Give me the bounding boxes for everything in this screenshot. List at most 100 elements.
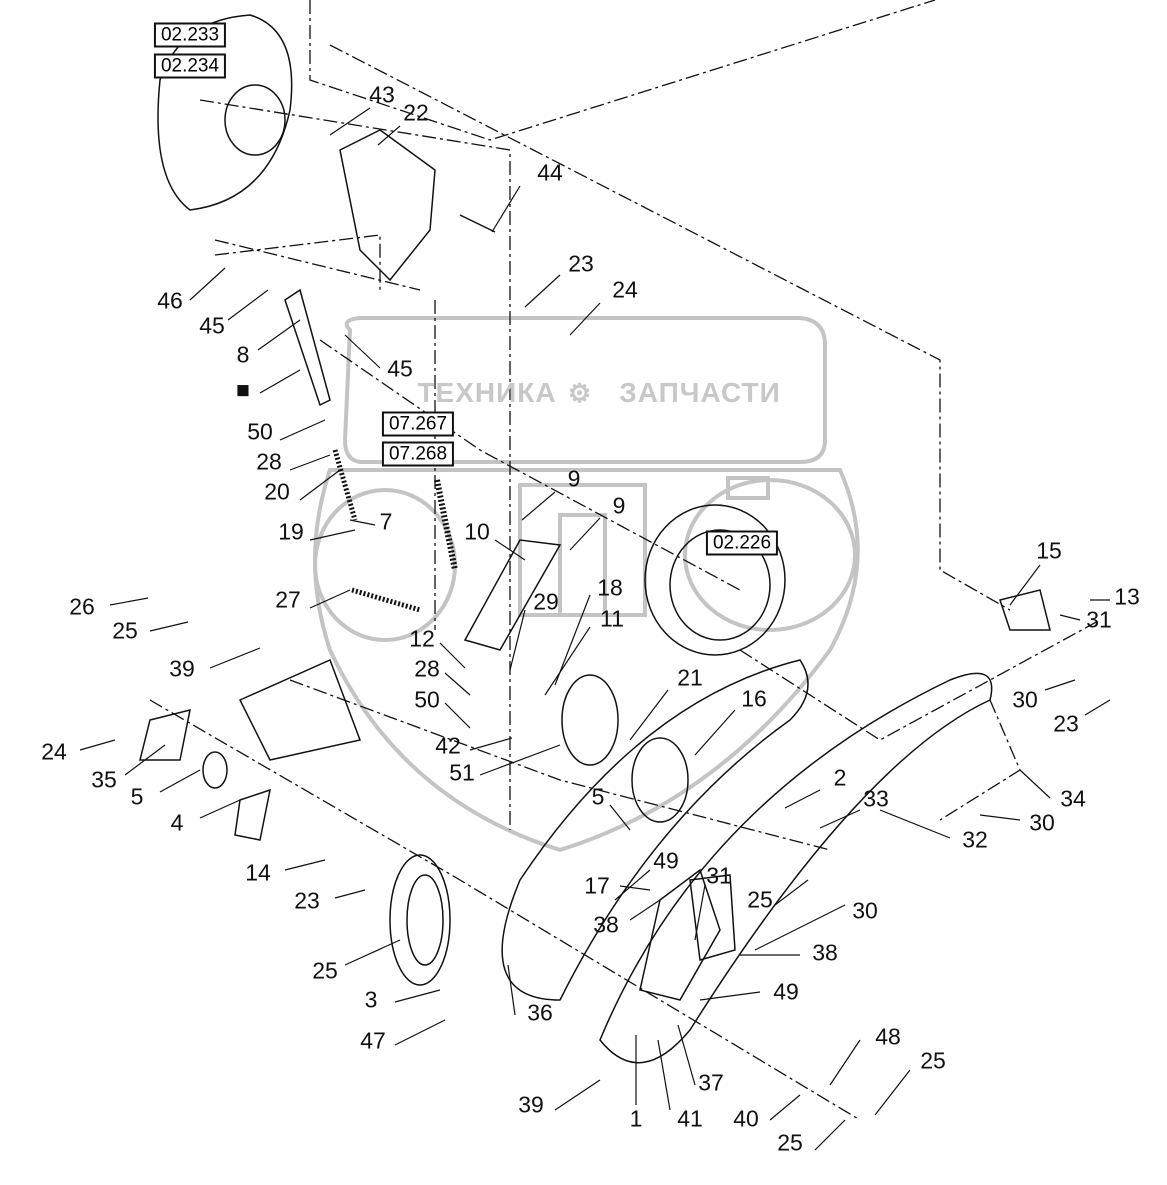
callout-3[interactable]: 46 [157,287,183,314]
reference-box[interactable]: 07.268 [381,441,455,467]
callout-24[interactable]: 11 [600,605,624,632]
callout-62[interactable]: 25 [920,1047,946,1074]
callout-35[interactable]: 30 [1012,686,1038,713]
leader-line [619,885,651,891]
callout-67[interactable]: 40 [733,1105,759,1132]
callout-26[interactable]: 28 [414,655,440,682]
leader-line [1059,614,1081,621]
callout-34[interactable]: 31 [1086,606,1112,633]
callout-8[interactable]: 23 [568,250,594,277]
leader-line [227,289,269,321]
callout-61[interactable]: 48 [875,1023,901,1050]
callout-48[interactable]: 23 [294,887,320,914]
callout-50[interactable]: 17 [584,872,610,899]
callout-38[interactable]: 35 [91,766,117,793]
leader-line [754,904,846,951]
callout-25[interactable]: 12 [409,625,435,652]
callout-30[interactable]: 21 [677,664,703,691]
callout-17[interactable]: 10 [464,518,490,545]
callout-43[interactable]: 33 [863,785,889,812]
callout-47[interactable]: 14 [245,859,271,886]
callout-57[interactable]: 3 [364,986,378,1013]
leader-line [439,642,466,669]
callout-23[interactable]: 29 [533,588,559,615]
callout-49[interactable]: 49 [653,847,679,874]
leader-line [784,789,821,809]
callout-55[interactable]: 38 [812,939,838,966]
callout-42[interactable]: 2 [833,764,847,791]
callout-5[interactable]: 8 [236,341,250,368]
callout-21[interactable]: 39 [169,655,195,682]
callout-60[interactable]: 47 [360,1027,386,1054]
callout-52[interactable]: 25 [747,886,773,913]
callout-1[interactable]: 22 [403,99,429,126]
callout-39[interactable]: 5 [130,783,144,810]
dashed-guides [149,0,1101,1121]
leader-line [289,454,331,471]
leader-line [199,799,241,819]
leader-line [209,647,261,669]
callout-27[interactable]: 50 [414,686,440,713]
gear-icon: ⚙ [567,378,593,408]
leader-line [979,814,1021,821]
callout-36[interactable]: 23 [1053,710,1079,737]
callout-31[interactable]: 16 [741,685,767,712]
callout-66[interactable]: 41 [677,1105,703,1132]
reference-box[interactable]: 02.226 [705,530,779,556]
callout-12[interactable]: 20 [264,478,290,505]
callout-29[interactable]: 51 [449,759,475,786]
callout-19[interactable]: 26 [69,593,95,620]
callout-64[interactable]: 39 [518,1091,544,1118]
callout-20[interactable]: 25 [112,617,138,644]
reference-box[interactable]: 02.233 [153,22,227,48]
leader-line [444,672,471,696]
callout-58[interactable]: 49 [773,978,799,1005]
callout-13[interactable]: 19 [278,518,304,545]
leader-line [614,869,651,901]
callout-63[interactable]: 37 [698,1069,724,1096]
leader-line [469,737,513,751]
callout-7[interactable]: 45 [387,355,413,382]
callout-4[interactable]: 45 [199,312,225,339]
callout-14[interactable]: 7 [379,508,393,535]
callout-22[interactable]: 18 [597,574,623,601]
leader-line [394,989,441,1003]
callout-6[interactable]: ■ [236,376,250,403]
callout-68[interactable]: 25 [777,1129,803,1156]
callout-2[interactable]: 44 [537,159,563,186]
callout-16[interactable]: 9 [612,492,626,519]
callout-0[interactable]: 43 [369,81,395,108]
callout-51[interactable]: 31 [706,862,732,889]
callout-44[interactable]: 34 [1060,785,1086,812]
callout-45[interactable]: 30 [1029,809,1055,836]
callout-28[interactable]: 42 [435,732,461,759]
leader-line [334,889,366,899]
callout-18[interactable]: 27 [275,586,301,613]
callout-41[interactable]: 5 [591,783,605,810]
callout-32[interactable]: 15 [1036,537,1062,564]
reference-box[interactable]: 02.234 [153,53,227,79]
callout-37[interactable]: 24 [41,738,67,765]
callout-33[interactable]: 13 [1114,583,1140,610]
leader-line [769,1094,801,1121]
leader-line [1019,769,1051,799]
leader-line [874,1069,911,1116]
reference-box[interactable]: 07.267 [381,411,455,437]
callout-53[interactable]: 38 [593,911,619,938]
leader-line [284,859,326,871]
leader-line [629,899,661,921]
leader-line [309,529,356,541]
callout-11[interactable]: 28 [256,448,282,475]
callout-10[interactable]: 50 [247,418,273,445]
callout-59[interactable]: 36 [527,999,553,1026]
leader-line [329,107,371,136]
callout-56[interactable]: 25 [312,957,338,984]
callout-9[interactable]: 24 [612,276,638,303]
callout-54[interactable]: 30 [852,897,878,924]
callout-46[interactable]: 32 [962,826,988,853]
callout-15[interactable]: 9 [567,465,581,492]
leader-line [819,809,861,829]
callout-40[interactable]: 4 [170,809,184,836]
callout-65[interactable]: 1 [629,1105,643,1132]
leader-line [569,517,601,551]
